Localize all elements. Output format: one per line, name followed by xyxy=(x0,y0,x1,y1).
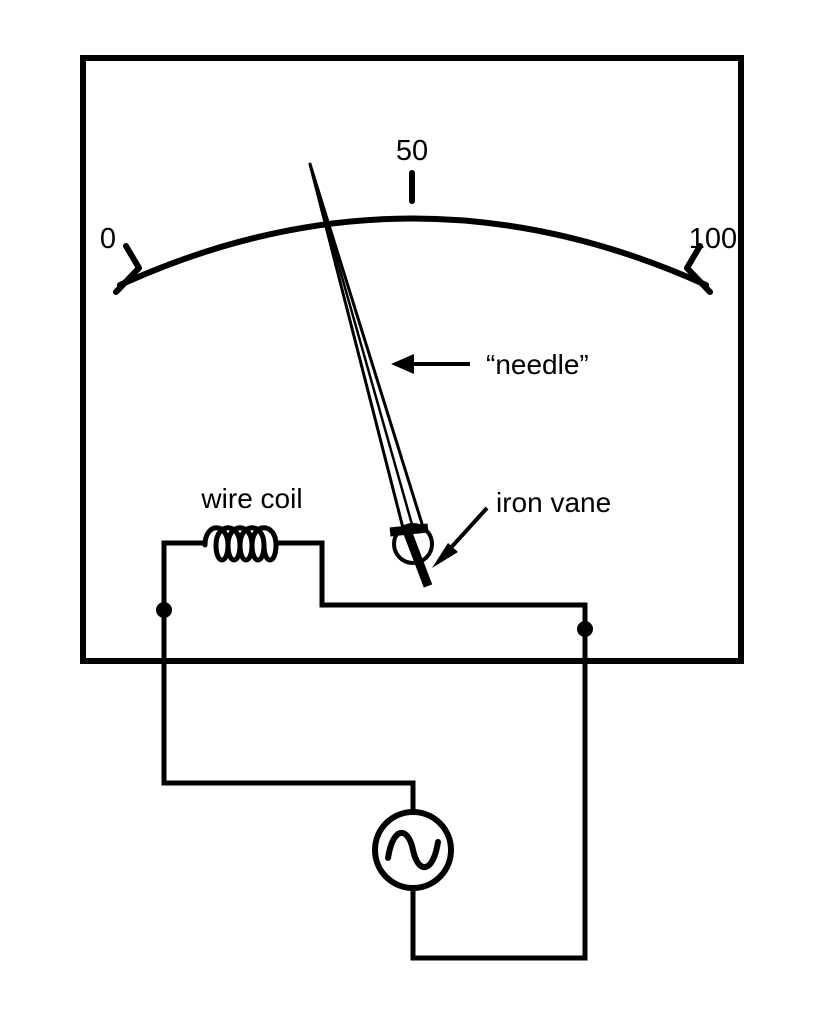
scale-label-50: 50 xyxy=(396,135,428,167)
iron-vane-arrow-head xyxy=(432,543,458,568)
wire-coil-to-right-node xyxy=(273,540,588,608)
iron-vane-label: iron vane xyxy=(496,487,611,518)
scale-label-100: 100 xyxy=(689,223,737,255)
sine-wave-icon xyxy=(385,829,441,871)
iron-vane-assembly xyxy=(389,523,434,588)
wire-coil-to-source-left xyxy=(161,540,416,786)
wire-coil-label: wire coil xyxy=(200,483,302,514)
iron-vane-crossbar xyxy=(389,523,429,537)
wire-right-node-to-source-bottom xyxy=(410,602,588,961)
iron-vane-arrow-shaft xyxy=(445,506,489,554)
scale-arc xyxy=(117,215,709,288)
needle-annotation: “needle” xyxy=(391,349,589,380)
ac-source xyxy=(372,809,454,891)
iron-vane-stem xyxy=(401,526,433,588)
coil-turns xyxy=(202,525,279,563)
scale-tick-0 xyxy=(113,243,142,295)
needle-label: “needle” xyxy=(486,349,589,380)
circuit-wiring xyxy=(161,540,588,961)
junction-dot-right xyxy=(577,621,593,637)
scale-label-0: 0 xyxy=(100,223,116,255)
needle-arrow-head xyxy=(391,354,414,374)
iron-vane-annotation: iron vane xyxy=(432,487,611,568)
scale-tick-100 xyxy=(684,243,713,295)
wire-coil-symbol xyxy=(202,525,279,563)
junction-dot-left xyxy=(156,602,172,618)
needle-centerline xyxy=(308,163,415,529)
